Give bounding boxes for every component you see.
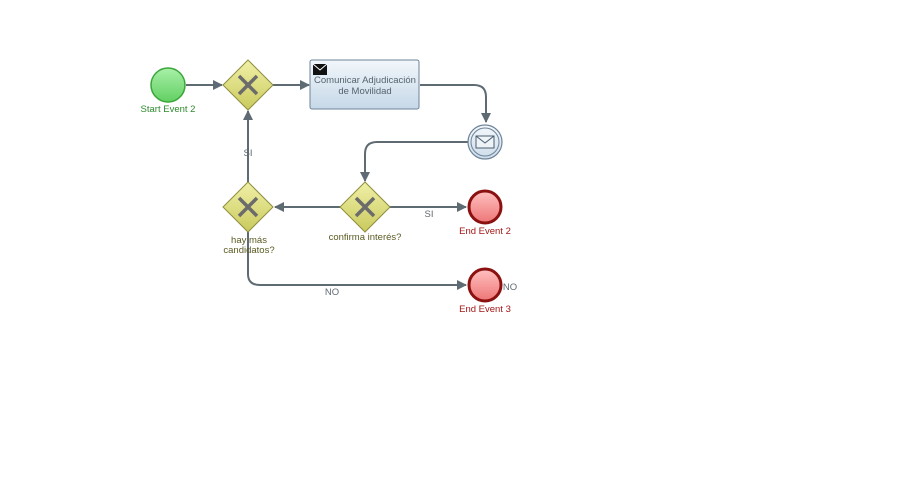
x-mark-icon bbox=[237, 74, 259, 96]
end-event-2-label: End Event 2 bbox=[459, 226, 511, 237]
flow-label-si-right: SI bbox=[425, 209, 434, 220]
flow-label-si-up: SI bbox=[244, 148, 253, 159]
task-label-line1: Comunicar Adjudicación bbox=[314, 75, 416, 86]
exclusive-gateway-hay-mas-candidatos[interactable] bbox=[222, 181, 274, 233]
envelope-icon bbox=[312, 63, 328, 75]
flow-label-no-end3: NO bbox=[503, 282, 517, 293]
exclusive-gateway-top[interactable] bbox=[222, 59, 274, 111]
end-event-3-label: End Event 3 bbox=[459, 304, 511, 315]
x-mark-icon bbox=[354, 196, 376, 218]
message-envelope-icon bbox=[475, 135, 495, 149]
start-event[interactable] bbox=[150, 67, 186, 103]
flow-hay-to-end3[interactable] bbox=[247, 232, 467, 290]
hay-gateway-label-line2: candidatos? bbox=[223, 245, 274, 256]
end-event-2[interactable] bbox=[467, 189, 503, 225]
hay-gateway-label-line1: hay más bbox=[231, 235, 267, 246]
flow-intermediate-to-confirma[interactable] bbox=[360, 141, 469, 182]
task-label-line2: de Movilidad bbox=[338, 86, 391, 97]
intermediate-message-event[interactable] bbox=[467, 124, 503, 160]
end-event-3[interactable] bbox=[467, 267, 503, 303]
flow-label-no-bottom: NO bbox=[325, 287, 339, 298]
task-comunicar-adjudicacion[interactable]: Comunicar Adjudicación de Movilidad bbox=[309, 59, 420, 110]
x-mark-icon bbox=[237, 196, 259, 218]
flow-task-to-intermediate[interactable] bbox=[420, 84, 491, 123]
confirma-gateway-label: confirma interés? bbox=[329, 232, 402, 243]
start-event-label: Start Event 2 bbox=[141, 104, 196, 115]
exclusive-gateway-confirma[interactable] bbox=[339, 181, 391, 233]
